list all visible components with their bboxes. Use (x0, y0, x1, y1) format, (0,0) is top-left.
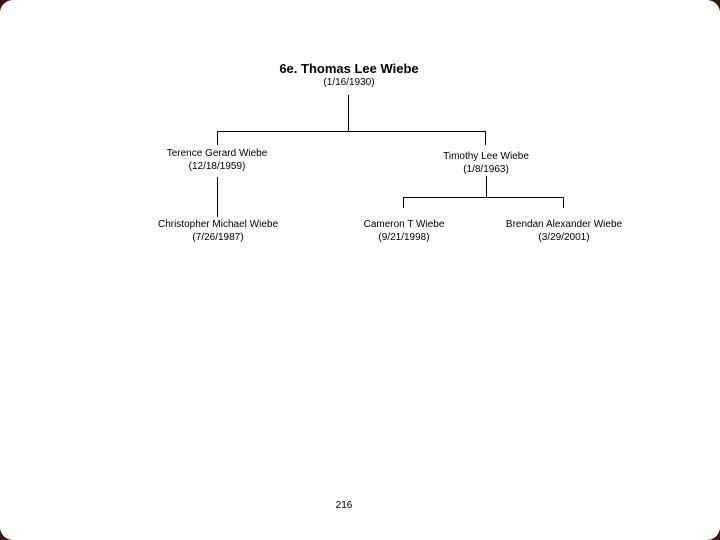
person-node-brendan: Brendan Alexander Wiebe (3/29/2001) (454, 219, 674, 244)
person-name-terence-gerard-wiebe: Terence Gerard Wiebe (166, 148, 268, 159)
connector-gen3-left-drop (403, 197, 404, 208)
connector-gen2-horizontal-bar (217, 131, 486, 132)
person-node-root: 6e. Thomas Lee Wiebe (1/16/1930) (239, 61, 459, 90)
page-number: 216 (335, 500, 353, 511)
person-name-brendan-alexander-wiebe: Brendan Alexander Wiebe (505, 219, 623, 230)
person-name-cameron-t-wiebe: Cameron T Wiebe (363, 219, 445, 230)
person-birthdate-timothy-lee-wiebe: (1/8/1963) (463, 163, 509, 175)
person-birthdate-brendan-alexander-wiebe: (3/29/2001) (538, 231, 590, 243)
connector-gen3-horizontal-bar (403, 197, 564, 198)
person-name-timothy-lee-wiebe: Timothy Lee Wiebe (443, 151, 529, 162)
person-node-terence: Terence Gerard Wiebe (12/18/1959) (107, 148, 327, 173)
connector-timothy-vertical (486, 176, 487, 197)
person-birthdate-cameron-t-wiebe: (9/21/1998) (378, 231, 430, 243)
person-birthdate-christopher-michael-wiebe: (7/26/1987) (192, 231, 244, 243)
person-name-thomas-lee-wiebe: 6e. Thomas Lee Wiebe (279, 61, 419, 76)
connector-terence-to-christopher (217, 177, 218, 217)
person-birthdate-terence-gerard-wiebe: (12/18/1959) (188, 160, 246, 172)
person-node-christopher: Christopher Michael Wiebe (7/26/1987) (108, 219, 328, 244)
person-node-timothy: Timothy Lee Wiebe (1/8/1963) (376, 151, 596, 176)
person-name-christopher-michael-wiebe: Christopher Michael Wiebe (157, 219, 279, 230)
connector-gen2-left-drop (217, 131, 218, 145)
person-birthdate-thomas-lee-wiebe: (1/16/1930) (323, 77, 375, 89)
person-node-cameron: Cameron T Wiebe (9/21/1998) (294, 219, 514, 244)
connector-root-vertical (348, 95, 349, 132)
connector-gen3-right-drop (563, 197, 564, 208)
connector-gen2-right-drop (485, 131, 486, 145)
